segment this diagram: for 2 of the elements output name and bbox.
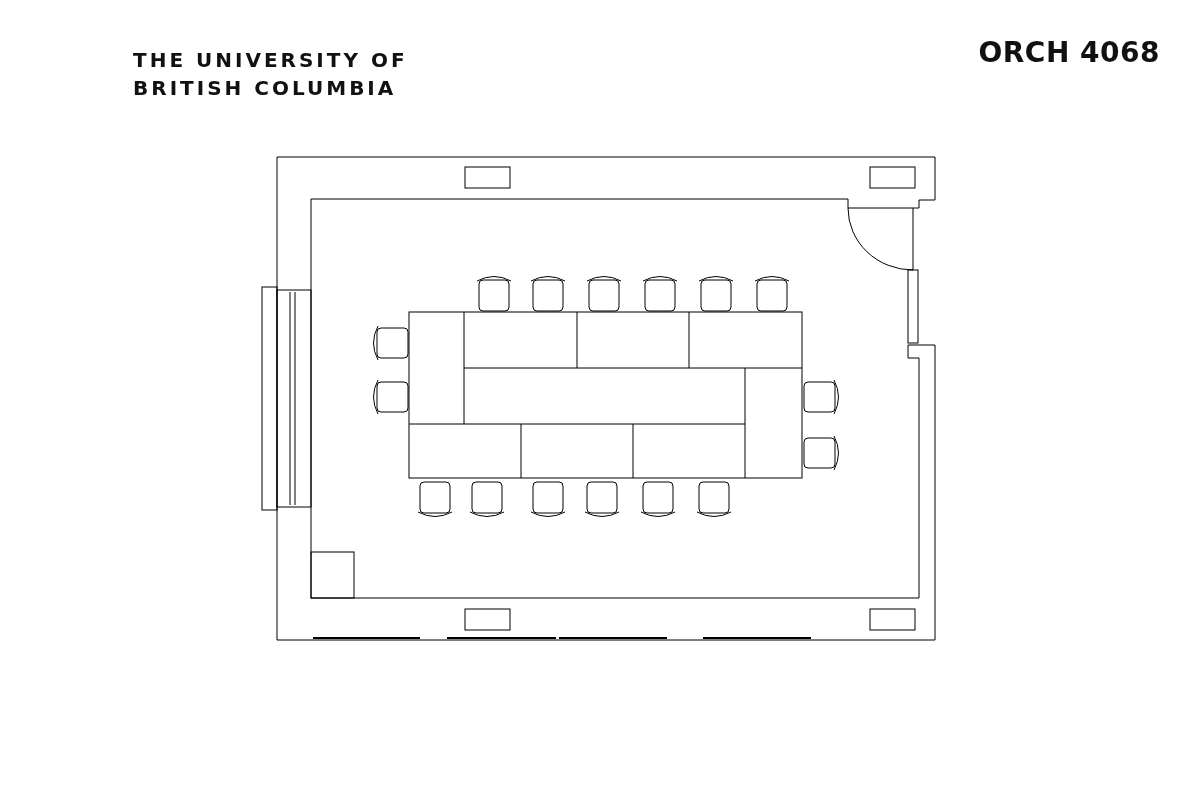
room-title: ORCH 4068 [978,36,1160,69]
institution-name: THE UNIVERSITY OF BRITISH COLUMBIA [133,47,409,102]
